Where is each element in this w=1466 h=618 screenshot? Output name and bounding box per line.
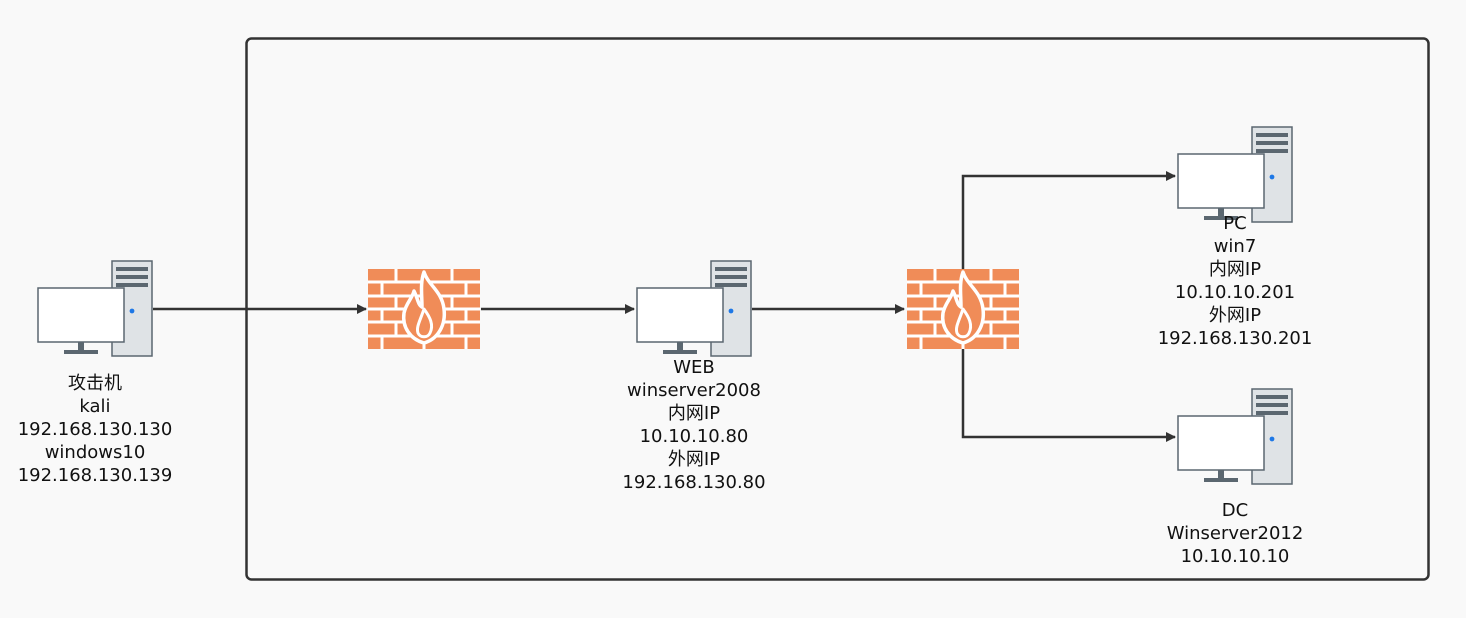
web-server-label-line: 外网IP xyxy=(667,449,721,470)
web-server-label-line: 192.168.130.80 xyxy=(622,472,766,493)
web-server-label: WEB winserver2008 内网IP 10.10.10.80 外网IP … xyxy=(622,356,765,494)
pc-label-line: win7 xyxy=(1213,236,1257,257)
attacker-label-line: 192.168.130.139 xyxy=(17,465,173,486)
edge-firewall-2-to-dc xyxy=(961,349,1176,442)
pc-computer-icon xyxy=(1177,126,1293,223)
attacker-label-line: windows10 xyxy=(44,442,146,463)
web-server-label-line: 内网IP xyxy=(667,403,721,424)
web-server-label-line: 10.10.10.80 xyxy=(639,426,749,447)
dc-label-line: 10.10.10.10 xyxy=(1180,546,1290,567)
attacker-label-line: kali xyxy=(79,396,111,417)
web-server-computer-icon xyxy=(636,260,752,357)
pc-label-line: 内网IP xyxy=(1208,259,1262,280)
attacker-label-line: 192.168.130.130 xyxy=(17,419,173,440)
firewall-1-icon xyxy=(366,267,482,351)
edge-firewall-2-to-pc xyxy=(961,171,1176,269)
connection-lines xyxy=(153,171,1176,442)
attacker-label-line: 攻击机 xyxy=(68,373,122,394)
attacker-computer-icon xyxy=(37,260,153,357)
pc-label-line: 10.10.10.201 xyxy=(1174,282,1296,303)
pc-label-line: 外网IP xyxy=(1208,305,1262,326)
pc-label-line: PC xyxy=(1223,213,1247,234)
dc-label-line: DC xyxy=(1221,500,1249,521)
web-server-label-line: winserver2008 xyxy=(627,380,761,401)
pc-label-line: 192.168.130.201 xyxy=(1157,328,1313,349)
attacker-label: 攻击机 kali 192.168.130.130 windows10 192.1… xyxy=(18,372,173,487)
dc-label: DC Winserver2012 10.10.10.10 xyxy=(1167,499,1304,568)
dc-label-line: Winserver2012 xyxy=(1166,523,1304,544)
web-server-label-line: WEB xyxy=(673,357,715,378)
firewall-2-icon xyxy=(905,267,1021,351)
dc-computer-icon xyxy=(1177,388,1293,485)
pc-label: PC win7 内网IP 10.10.10.201 外网IP 192.168.1… xyxy=(1158,212,1313,350)
